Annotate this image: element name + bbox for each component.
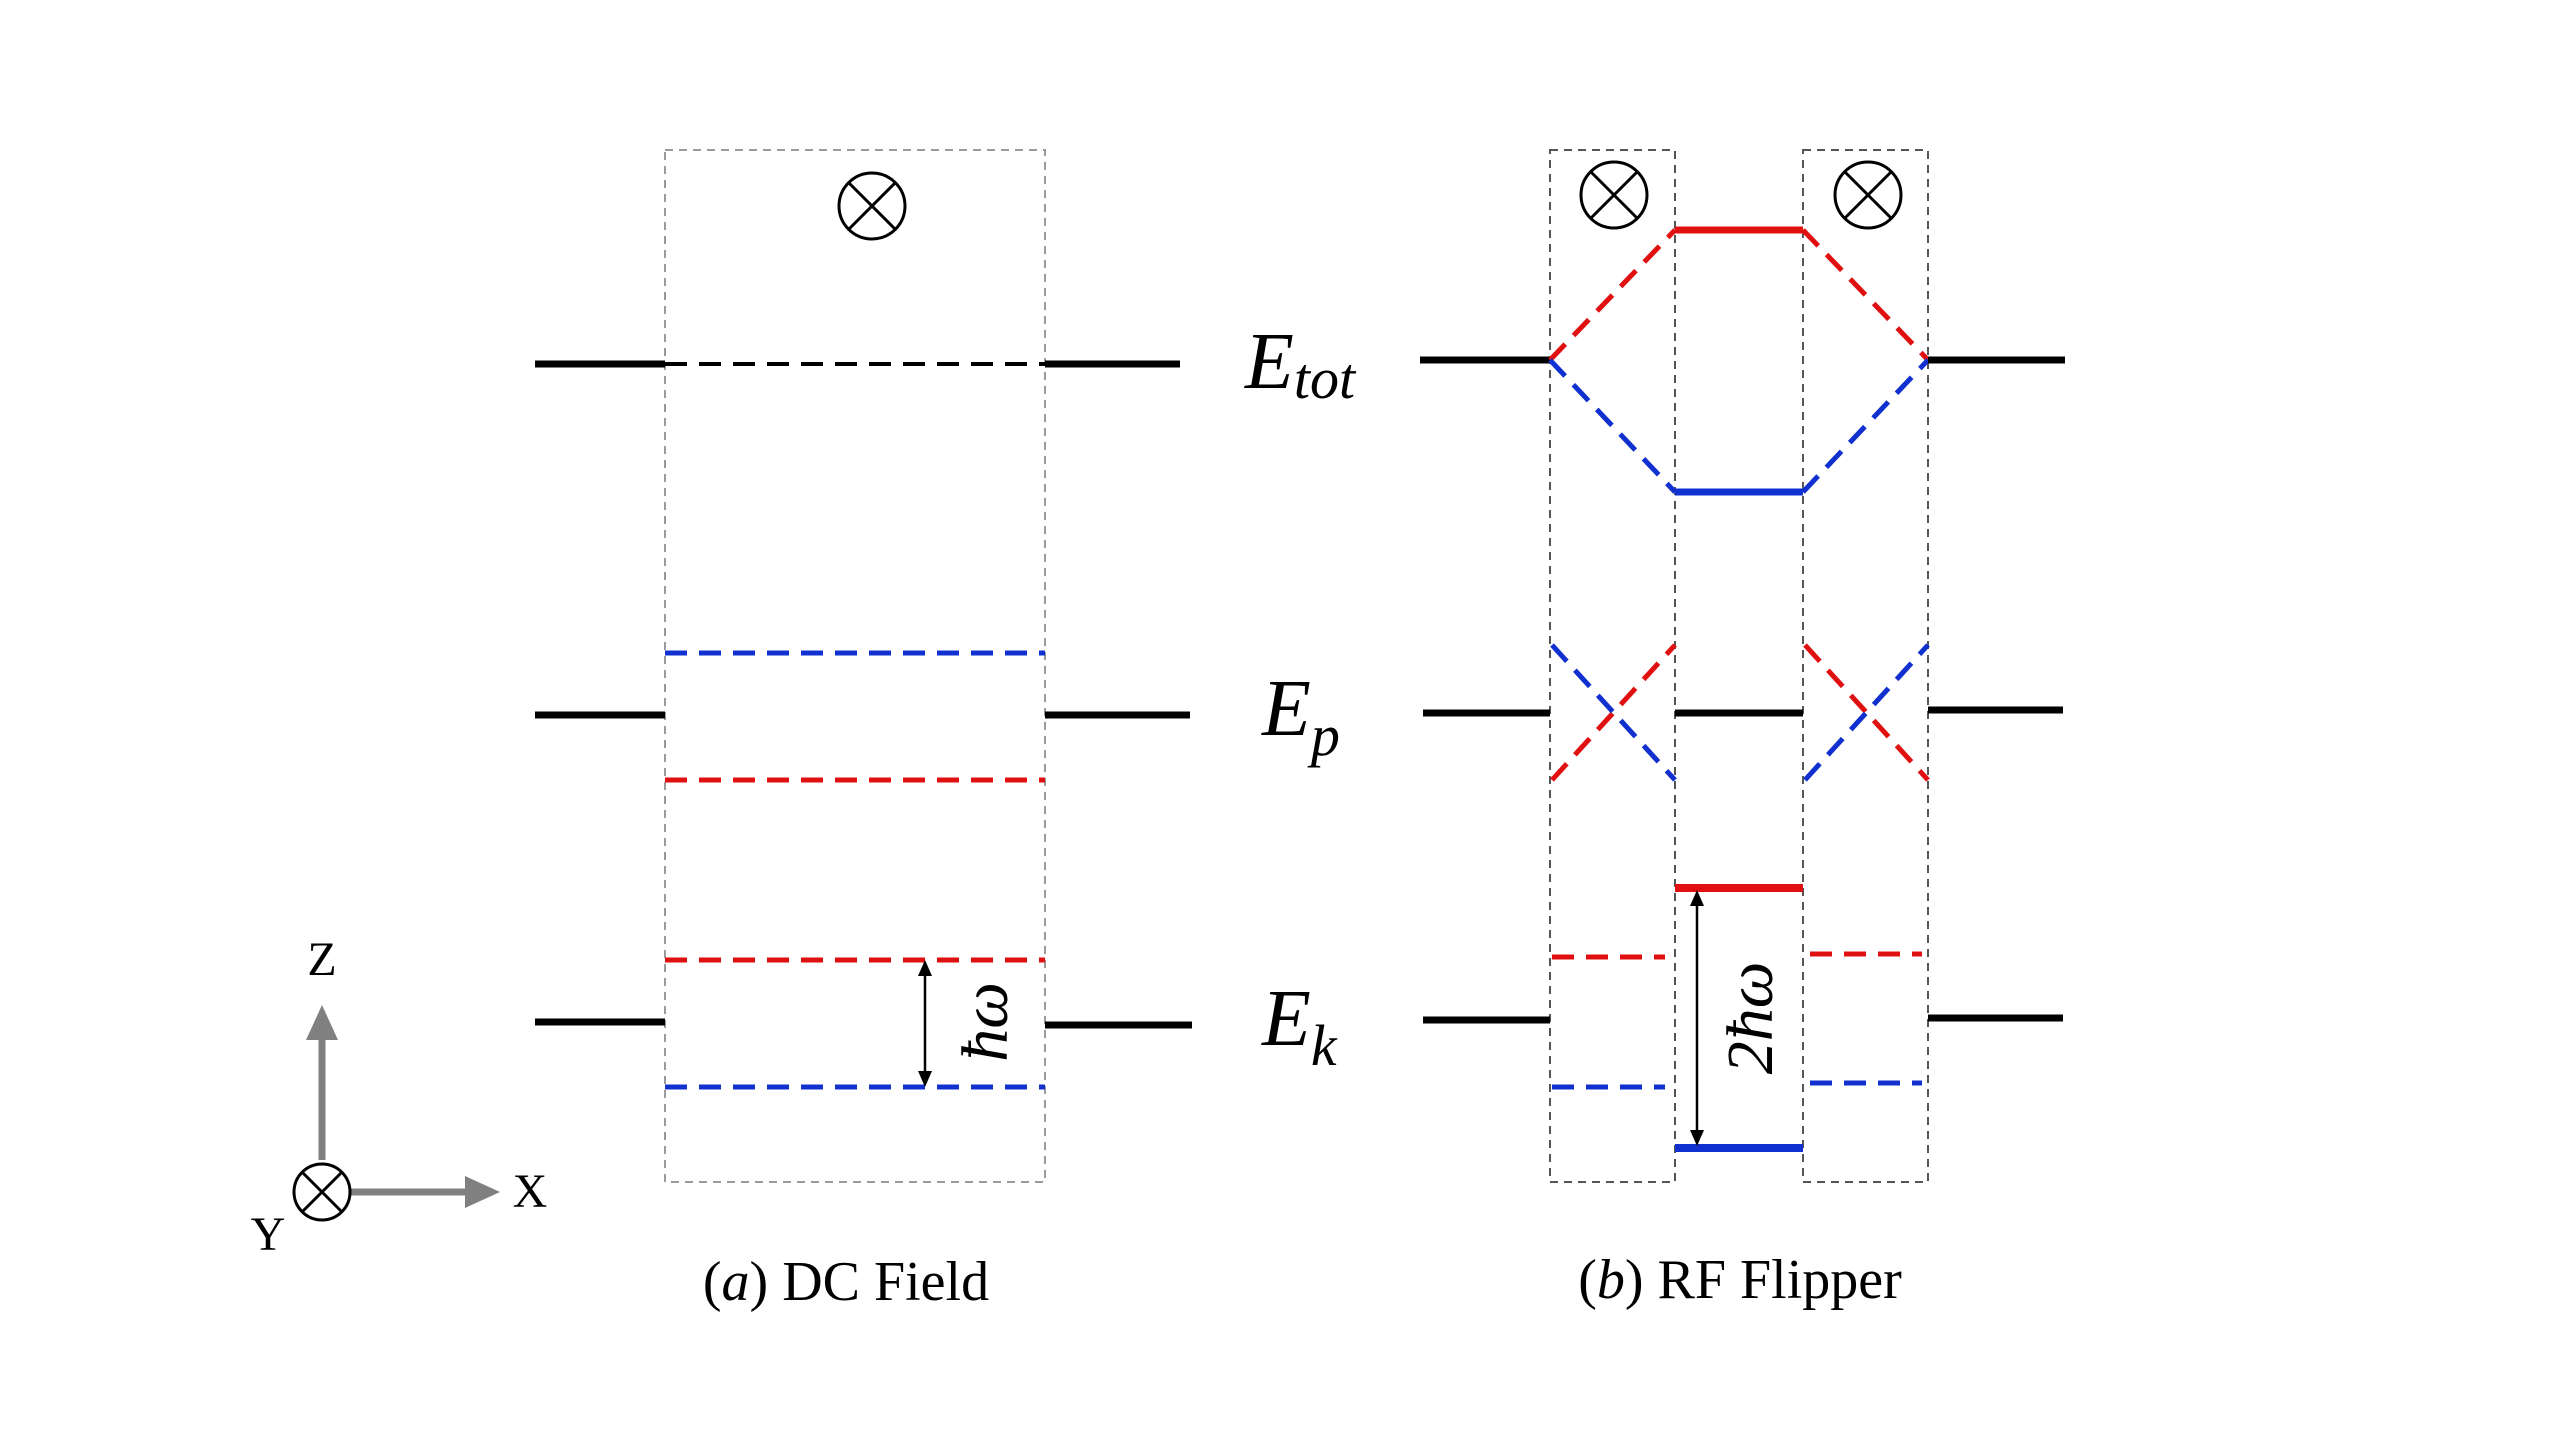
label-ek: Ek xyxy=(1261,975,1338,1078)
rf-etot-red-rise xyxy=(1548,228,1677,362)
rf-etot-red-fall xyxy=(1801,228,1930,362)
rf-splitting-arrow xyxy=(1690,890,1704,1146)
panel-dc-field: ħω xyxy=(535,149,1192,1183)
label-etot: Etot xyxy=(1244,318,1357,411)
field-into-page-icon xyxy=(1579,160,1649,230)
z-axis-arrowhead xyxy=(306,1005,338,1040)
field-into-page-icon xyxy=(1833,160,1903,230)
y-axis-into-page-icon xyxy=(292,1162,352,1222)
rf-etot-blue-fall xyxy=(1548,358,1677,494)
caption-b: (b) RF Flipper xyxy=(1578,1249,1902,1311)
x-axis-label: X xyxy=(513,1165,548,1218)
rf-ep-left-blue-cross xyxy=(1550,643,1677,782)
dc-splitting-arrow xyxy=(918,960,932,1087)
rf-splitting-label: 2ħω xyxy=(1714,962,1787,1075)
rf-right-region-box xyxy=(1802,149,1929,1183)
y-axis-label: Y xyxy=(251,1208,286,1261)
rf-etot-blue-rise xyxy=(1801,358,1930,494)
rf-ep-right-red-cross xyxy=(1803,643,1930,782)
label-ep: Ep xyxy=(1261,665,1340,768)
dc-splitting-label: ħω xyxy=(949,982,1022,1062)
panel-rf-flipper: 2ħω xyxy=(1420,149,2065,1183)
field-into-page-icon xyxy=(837,171,907,241)
coordinate-axes: Z X Y xyxy=(251,933,548,1261)
rf-ep-right-blue-cross xyxy=(1803,643,1930,782)
x-axis-arrowhead xyxy=(465,1176,500,1208)
dc-field-region-box xyxy=(664,149,1046,1183)
caption-a: (a) DC Field xyxy=(703,1251,989,1313)
rf-ep-left-red-cross xyxy=(1550,643,1677,782)
rf-left-region-box xyxy=(1549,149,1676,1183)
energy-labels: Etot Ep Ek xyxy=(1244,318,1357,1078)
z-axis-label: Z xyxy=(307,933,336,986)
